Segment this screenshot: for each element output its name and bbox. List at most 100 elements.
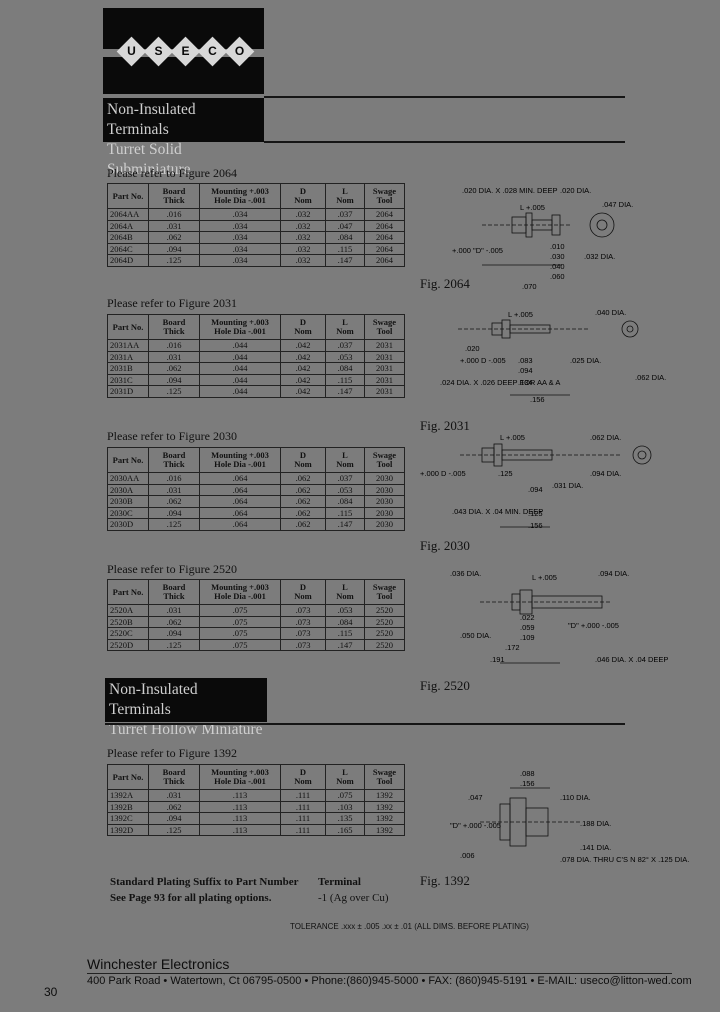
footer-address: 400 Park Road • Watertown, Ct 06795-0500… bbox=[87, 975, 692, 987]
svg-text:.040 DIA.: .040 DIA. bbox=[595, 308, 626, 317]
svg-text:.059: .059 bbox=[520, 623, 535, 632]
svg-text:.094: .094 bbox=[528, 485, 543, 494]
logo-letter: E bbox=[170, 36, 201, 67]
refer-figure-2031: Please refer to Figure 2031 bbox=[107, 296, 237, 310]
refer-figure-2520: Please refer to Figure 2520 bbox=[107, 562, 237, 576]
svg-text:.022: .022 bbox=[520, 613, 535, 622]
drawing-2064: .020 DIA. X .028 MIN. DEEP L +.005 .020 … bbox=[452, 186, 633, 291]
svg-text:.025 DIA.: .025 DIA. bbox=[570, 356, 601, 365]
refer-figure-2064: Please refer to Figure 2064 bbox=[107, 166, 237, 180]
svg-text:.060: .060 bbox=[550, 272, 565, 281]
figure-label-2031: Fig. 2031 bbox=[420, 418, 470, 433]
svg-text:.032 DIA.: .032 DIA. bbox=[584, 252, 615, 261]
svg-text:+.000 D -.005: +.000 D -.005 bbox=[420, 469, 466, 478]
svg-text:.141 DIA.: .141 DIA. bbox=[580, 843, 611, 852]
svg-text:.156: .156 bbox=[520, 779, 535, 788]
drawing-2031: L +.005 .040 DIA. .020 +.000 D -.005 .08… bbox=[440, 308, 666, 404]
footer-rule bbox=[87, 973, 672, 974]
svg-text:.020 DIA.: .020 DIA. bbox=[560, 186, 591, 195]
svg-text:L +.005: L +.005 bbox=[532, 573, 557, 582]
drawing-2520: .036 DIA. L +.005 .094 DIA. .022 .059 "D… bbox=[450, 569, 668, 664]
svg-text:.046 DIA. X .04 DEEP: .046 DIA. X .04 DEEP bbox=[595, 655, 668, 664]
svg-text:.083: .083 bbox=[518, 356, 533, 365]
svg-text:.094 DIA.: .094 DIA. bbox=[598, 569, 629, 578]
section-rule bbox=[105, 723, 625, 725]
refer-figure-2030: Please refer to Figure 2030 bbox=[107, 429, 237, 443]
section-title-line2: Turret Hollow Miniature bbox=[109, 721, 263, 738]
svg-text:.191: .191 bbox=[490, 655, 505, 664]
svg-text:.156: .156 bbox=[528, 521, 543, 530]
drawing-1392: .088 .156 .047 .110 DIA. "D" +.000 -.005… bbox=[450, 769, 689, 864]
section-header-solid: Non-Insulated Terminals Turret Solid Sub… bbox=[103, 98, 264, 178]
plating-terminal-label: Terminal bbox=[318, 876, 361, 888]
svg-text:"D" +.000 -.005: "D" +.000 -.005 bbox=[450, 821, 501, 830]
plating-options-note: See Page 93 for all plating options. bbox=[110, 892, 272, 904]
logo-letter: S bbox=[143, 36, 174, 67]
svg-text:.043 DIA. X .04 MIN. DEEP: .043 DIA. X .04 MIN. DEEP bbox=[452, 507, 543, 516]
figure-label-1392: Fig. 1392 bbox=[420, 873, 470, 888]
logo-letter: U bbox=[116, 36, 147, 67]
svg-text:+.000 "D" -.005: +.000 "D" -.005 bbox=[452, 246, 503, 255]
svg-text:.020 DIA. X .028 MIN. DEEP: .020 DIA. X .028 MIN. DEEP bbox=[462, 186, 557, 195]
section-title-line1: Non-Insulated Terminals bbox=[107, 101, 196, 138]
svg-text:.050 DIA.: .050 DIA. bbox=[460, 631, 491, 640]
svg-text:.030: .030 bbox=[550, 252, 565, 261]
section-rule-bottom bbox=[264, 141, 625, 143]
svg-text:.036 DIA.: .036 DIA. bbox=[450, 569, 481, 578]
svg-text:.156: .156 bbox=[530, 395, 545, 404]
svg-text:.040: .040 bbox=[550, 262, 565, 271]
svg-text:.062 DIA.: .062 DIA. bbox=[590, 433, 621, 442]
svg-text:.047: .047 bbox=[468, 793, 483, 802]
useco-logo: U S E C O bbox=[103, 8, 264, 94]
svg-text:.024 DIA. X .026 DEEP FOR AA &: .024 DIA. X .026 DEEP FOR AA & A bbox=[440, 378, 560, 387]
figure-label-2030: Fig. 2030 bbox=[420, 538, 470, 553]
svg-text:.088: .088 bbox=[520, 769, 535, 778]
svg-text:.094: .094 bbox=[518, 366, 533, 375]
col-part-no: Part No. bbox=[107, 183, 149, 209]
drawing-2030: L +.005 .062 DIA. +.000 D -.005 .125 .09… bbox=[420, 433, 652, 530]
svg-text:.125: .125 bbox=[528, 509, 543, 518]
svg-text:.070: .070 bbox=[522, 282, 537, 291]
section-title-line1: Non-Insulated Terminals bbox=[109, 681, 198, 718]
svg-text:.125: .125 bbox=[498, 469, 513, 478]
svg-text:+.000 D -.005: +.000 D -.005 bbox=[460, 356, 506, 365]
svg-text:.109: .109 bbox=[520, 633, 535, 642]
svg-text:.134: .134 bbox=[518, 378, 533, 387]
footer-company-name: Winchester Electronics bbox=[87, 956, 230, 972]
tolerance-note: TOLERANCE .xxx ± .005 .xx ± .01 (ALL DIM… bbox=[290, 922, 529, 931]
logo-letter: O bbox=[224, 36, 255, 67]
svg-text:.078 DIA. THRU C'S N 82° X .12: .078 DIA. THRU C'S N 82° X .125 DIA. bbox=[560, 855, 689, 864]
section-rule-top bbox=[264, 96, 625, 98]
figure-label-2520: Fig. 2520 bbox=[420, 678, 470, 693]
svg-text:.110 DIA.: .110 DIA. bbox=[560, 793, 591, 802]
